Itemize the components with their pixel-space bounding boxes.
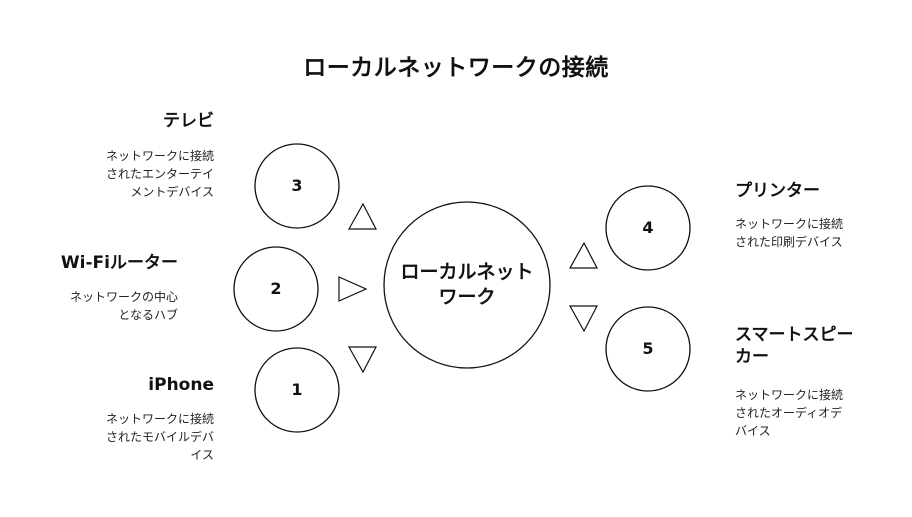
- center-hub-label: ローカルネット ワーク: [387, 260, 547, 310]
- speaker-title-line-1: スマートスピー: [735, 325, 854, 345]
- page-title: ローカルネットワークの接続: [303, 55, 609, 81]
- connector-triangle-3: [347, 202, 377, 230]
- iphone-description-line-3: イス: [190, 448, 214, 462]
- speaker-title-line-2: カー: [735, 347, 769, 367]
- node-number-4: 4: [642, 218, 654, 237]
- printer-description-line-2: された印刷デバイス: [735, 235, 843, 249]
- tv-title: テレビ: [163, 111, 214, 131]
- node-circle-1[interactable]: [254, 347, 340, 433]
- speaker-description-line-1: ネットワークに接続: [735, 388, 844, 402]
- connector-triangle-4: [568, 241, 598, 269]
- node-circle-2[interactable]: [233, 246, 319, 332]
- printer-description: ネットワークに接続 された印刷デバイス: [735, 215, 905, 251]
- router-description-line-1: ネットワークの中心: [69, 290, 178, 304]
- tv-description-line-2: されたエンターテイ: [105, 167, 214, 181]
- node-circle-3[interactable]: [254, 143, 340, 229]
- speaker-description-line-3: バイス: [735, 424, 771, 438]
- center-hub-label-line-1: ローカルネット: [400, 261, 534, 283]
- node-number-3: 3: [291, 176, 303, 195]
- tv-description-line-1: ネットワークに接続: [105, 149, 214, 163]
- center-hub-label-line-2: ワーク: [438, 286, 496, 308]
- speaker-title: スマートスピー カー: [735, 324, 905, 368]
- tv-description-line-3: メントデバイス: [130, 185, 214, 199]
- node-number-5: 5: [642, 339, 654, 358]
- connector-triangle-2: [338, 276, 368, 302]
- node-number-2: 2: [270, 279, 282, 298]
- router-title: Wi-Fiルーター: [60, 253, 178, 273]
- tv-description: ネットワークに接続 されたエンターテイ メントデバイス: [14, 147, 214, 201]
- node-circle-5[interactable]: [605, 306, 691, 392]
- connector-triangle-1: [347, 346, 377, 374]
- router-description: ネットワークの中心 となるハブ: [0, 288, 178, 324]
- iphone-description-line-1: ネットワークに接続: [105, 412, 214, 426]
- connector-triangle-5: [568, 305, 598, 333]
- iphone-title: iPhone: [148, 375, 214, 395]
- iphone-description-line-2: されたモバイルデバ: [105, 430, 214, 444]
- node-number-1: 1: [291, 380, 303, 399]
- center-hub-circle: [383, 201, 551, 369]
- iphone-description: ネットワークに接続 されたモバイルデバ イス: [14, 410, 214, 464]
- router-description-line-2: となるハブ: [118, 308, 178, 322]
- speaker-description-line-2: されたオーディオデ: [735, 406, 843, 420]
- printer-description-line-1: ネットワークに接続: [735, 217, 844, 231]
- printer-title: プリンター: [735, 181, 820, 201]
- speaker-description: ネットワークに接続 されたオーディオデ バイス: [735, 386, 905, 440]
- node-circle-4[interactable]: [605, 185, 691, 271]
